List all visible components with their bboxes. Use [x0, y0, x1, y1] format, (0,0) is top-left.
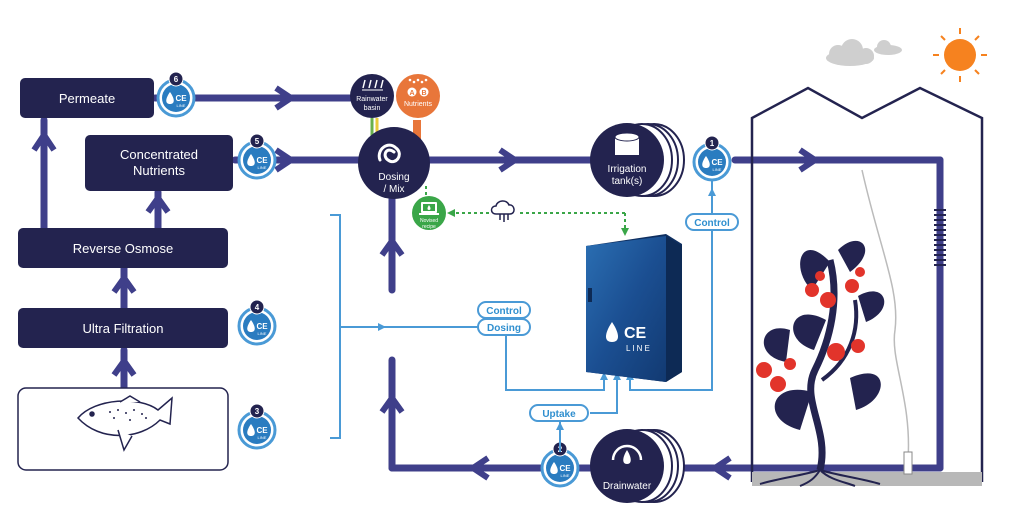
svg-text:Reverse Osmose: Reverse Osmose	[73, 241, 173, 256]
ce-logo-icon: CE LINE	[606, 322, 652, 353]
novised-recipe-node: Novised recipe	[412, 196, 446, 230]
green-arrow-down-icon	[621, 228, 629, 236]
cloud-icon	[490, 200, 515, 222]
svg-text:LINE: LINE	[258, 165, 267, 170]
svg-text:Nutrients: Nutrients	[133, 163, 186, 178]
svg-text:Control: Control	[694, 218, 730, 229]
svg-text:4: 4	[255, 303, 260, 312]
irrigation-tank-node: Irrigation tank(s)	[590, 123, 685, 197]
drainwater-node: Drainwater	[590, 429, 685, 503]
svg-text:CE: CE	[175, 94, 187, 103]
nutrients-dots-icon	[408, 78, 428, 84]
drop-icon	[166, 92, 174, 104]
ultra-filtration-box: Ultra Filtration	[18, 308, 228, 348]
svg-text:3: 3	[255, 407, 260, 416]
drop-icon	[247, 154, 255, 166]
rain-icon	[362, 79, 384, 91]
reverse-osmose-box: Reverse Osmose	[18, 228, 228, 268]
fish-icon	[76, 395, 173, 452]
svg-text:Dosing: Dosing	[378, 172, 409, 183]
svg-text:CE: CE	[624, 325, 647, 342]
svg-text:CE: CE	[256, 426, 268, 435]
svg-text:LINE: LINE	[258, 331, 267, 336]
control-lines	[330, 180, 713, 452]
nutrients-node: A B Nutrients	[396, 74, 440, 118]
drop-icon	[550, 462, 558, 474]
concentrated-nutrients-box: Concentrated Nutrients	[85, 135, 233, 191]
tank-icon	[614, 132, 640, 155]
drain-icon	[611, 444, 643, 461]
svg-text:LINE: LINE	[713, 167, 722, 172]
roots	[759, 469, 881, 487]
svg-text:5: 5	[255, 137, 260, 146]
svg-text:CE: CE	[256, 322, 268, 331]
svg-text:LINE: LINE	[177, 103, 186, 108]
fish-tank-box	[17, 387, 229, 471]
svg-text:Concentrated: Concentrated	[120, 147, 198, 162]
svg-text:Permeate: Permeate	[59, 91, 115, 106]
green-arrow-left-icon	[447, 209, 455, 217]
svg-text:Irrigation: Irrigation	[608, 164, 647, 175]
drop-icon	[247, 424, 255, 436]
greenhouse	[750, 86, 984, 486]
permeate-box: Permeate	[20, 78, 154, 118]
drop-icon	[702, 156, 710, 168]
ce-line-cabinet: CE LINE	[586, 234, 682, 382]
tag-uptake: Uptake	[529, 404, 589, 422]
svg-text:B: B	[421, 90, 426, 97]
tag-dosing: Dosing	[477, 318, 531, 336]
swirl-icon	[377, 143, 401, 163]
drop-icon	[623, 450, 631, 464]
cloud-sky-icon	[826, 39, 902, 66]
tomatoes	[756, 267, 865, 392]
flow-arrows	[31, 85, 821, 481]
tomato-plant	[756, 240, 885, 487]
svg-text:1: 1	[710, 139, 715, 148]
dosing-mix-node: Dosing / Mix	[358, 127, 430, 199]
svg-text:CE: CE	[559, 464, 571, 473]
tag-control-mid: Control	[477, 301, 531, 319]
svg-text:6: 6	[174, 75, 179, 84]
sun-icon	[933, 28, 987, 82]
svg-text:basin: basin	[364, 105, 381, 112]
svg-text:Novised: Novised	[420, 218, 438, 224]
svg-text:LINE: LINE	[561, 473, 570, 478]
svg-text:Drainwater: Drainwater	[603, 481, 652, 492]
tag-control-right: Control	[685, 213, 739, 231]
svg-text:tank(s): tank(s)	[612, 176, 643, 187]
svg-text:Ultra Filtration: Ultra Filtration	[83, 321, 164, 336]
rainwater-basin-node: Rainwater basin	[350, 74, 394, 118]
ce-line-badges: CELINE1CELINE2CELINE3CELINE4CELINE5CELIN…	[156, 71, 732, 488]
drop-icon	[247, 320, 255, 332]
svg-text:LINE: LINE	[626, 344, 652, 353]
green-dotted-links	[425, 186, 626, 232]
laptop-icon	[419, 202, 439, 215]
svg-text:CE: CE	[711, 158, 723, 167]
svg-text:LINE: LINE	[258, 435, 267, 440]
svg-text:A: A	[409, 90, 414, 97]
svg-text:Uptake: Uptake	[542, 409, 576, 420]
svg-text:Nutrients: Nutrients	[404, 101, 433, 108]
svg-text:CE: CE	[256, 156, 268, 165]
svg-text:Rainwater: Rainwater	[356, 96, 388, 103]
svg-text:Dosing: Dosing	[487, 323, 521, 334]
svg-text:/ Mix: / Mix	[383, 184, 404, 195]
svg-text:Control: Control	[486, 306, 522, 317]
svg-text:recipe: recipe	[422, 224, 436, 230]
